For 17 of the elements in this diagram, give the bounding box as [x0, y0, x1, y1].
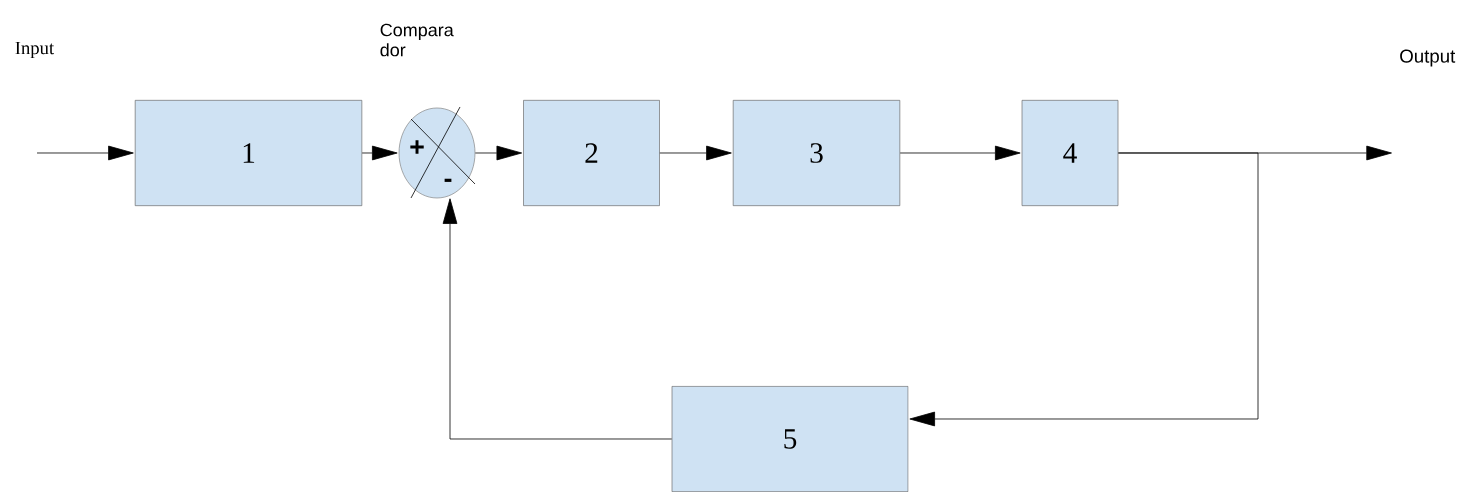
process-box: 4 — [1021, 100, 1119, 206]
arrow — [442, 198, 673, 440]
label: Input — [15, 41, 55, 59]
arrow — [659, 145, 732, 161]
process-box: 5 — [671, 386, 909, 492]
plus-sign: + — [410, 140, 424, 154]
label: Output — [1400, 49, 1456, 67]
arrow — [474, 145, 523, 161]
arrow — [899, 145, 1021, 161]
process-box: 1 — [134, 100, 363, 206]
heading: Compara dor — [380, 23, 454, 57]
minus-sign: - — [444, 178, 452, 182]
arrow — [36, 145, 134, 161]
arrow — [361, 145, 398, 161]
process-box: 3 — [732, 100, 901, 206]
arrow — [909, 152, 1259, 427]
process-box: 2 — [523, 100, 660, 206]
